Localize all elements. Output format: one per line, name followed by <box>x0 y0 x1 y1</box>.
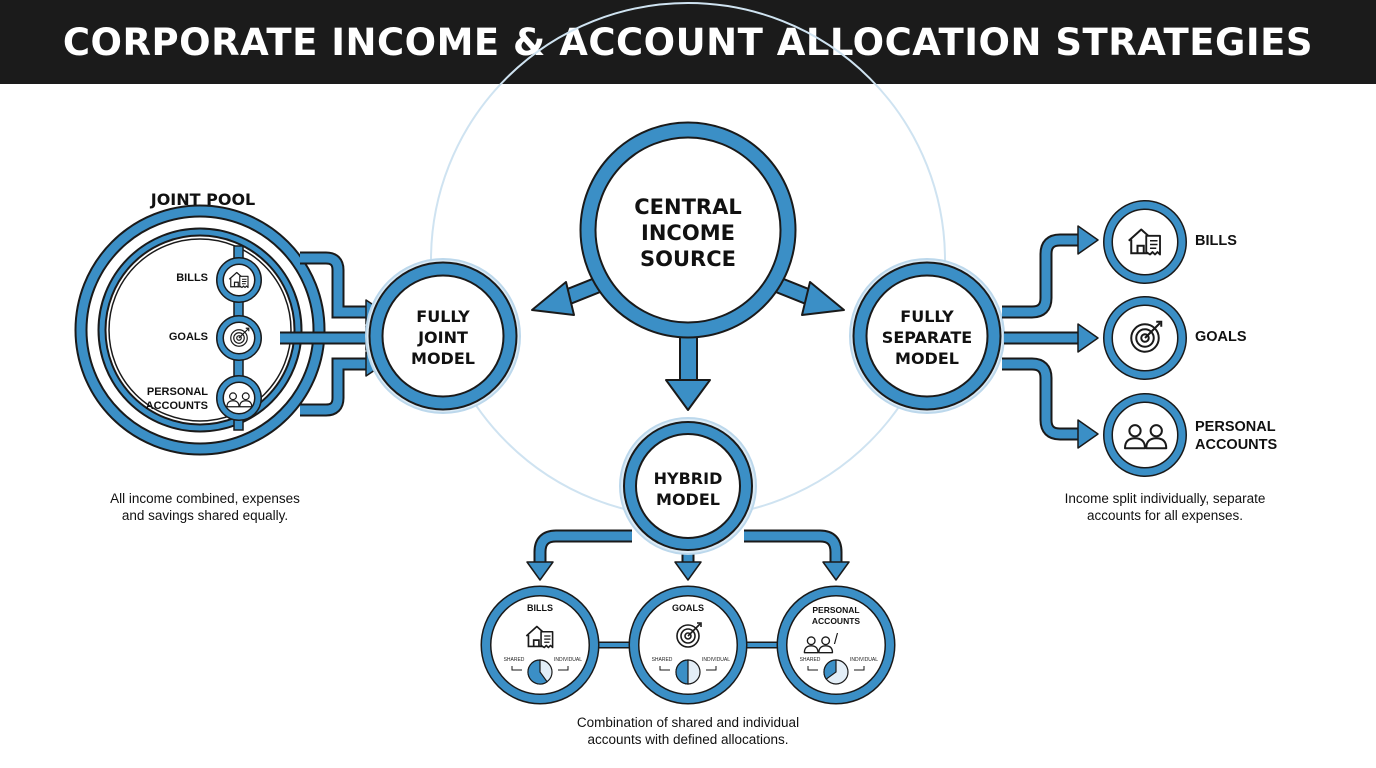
hybrid-goals-shared-tag: SHARED <box>651 657 673 663</box>
center-to-joint-arrow <box>531 276 604 316</box>
central-income-source-label: CENTRAL INCOME SOURCE <box>634 195 742 271</box>
hybrid-bills-individual-tag: INDIVIDUAL <box>553 657 583 663</box>
hybrid-personal-separator: / <box>833 631 839 648</box>
pie-shared-slice <box>823 659 837 680</box>
joint-item-personal-accounts <box>216 375 262 421</box>
joint-item-goals <box>216 315 262 361</box>
fully-separate-model-node <box>849 258 1005 414</box>
hybrid-item-personal-accounts <box>776 585 896 705</box>
hybrid-item-bills <box>480 585 600 705</box>
fully-separate-model-label: FULLY SEPARATE MODEL <box>881 307 973 368</box>
hybrid-model-label: HYBRID MODEL <box>653 469 723 509</box>
fully-joint-model-label: FULLY JOINT MODEL <box>411 307 475 368</box>
hybrid-flow-arrows <box>526 529 850 581</box>
pie-shared-slice <box>675 659 689 685</box>
separate-bills-label: BILLS <box>1195 233 1237 249</box>
central-income-source-node <box>579 121 797 339</box>
hybrid-model-node <box>619 417 757 555</box>
hybrid-bills-shared-tag: SHARED <box>503 657 525 663</box>
joint-description: All income combined, expenses and saving… <box>110 491 300 523</box>
hybrid-personal-shared-tag: SHARED <box>799 657 821 663</box>
joint-item-bills <box>216 257 262 303</box>
hybrid-item-goals <box>628 585 748 705</box>
joint-pool <box>74 204 326 456</box>
fully-joint-model-node <box>365 258 521 414</box>
separate-goals-label: GOALS <box>1195 329 1247 345</box>
joint-personal-accounts-label: PERSONAL ACCOUNTS <box>145 386 208 412</box>
pie-shared-slice <box>527 659 548 685</box>
hybrid-personal-allocation-pie <box>823 659 849 685</box>
hybrid-description: Combination of shared and individual acc… <box>576 715 800 747</box>
hybrid-personal-accounts-label: PERSONAL ACCOUNTS <box>811 605 861 626</box>
separate-item-personal-accounts <box>1103 393 1187 477</box>
joint-goals-label: GOALS <box>168 331 208 343</box>
hybrid-personal-individual-tag: INDIVIDUAL <box>849 657 879 663</box>
separate-item-bills <box>1103 200 1187 284</box>
separate-personal-accounts-label: PERSONAL ACCOUNTS <box>1195 419 1278 453</box>
joint-pool-title: JOINT POOL <box>150 190 256 209</box>
page-title: CORPORATE INCOME & ACCOUNT ALLOCATION ST… <box>62 20 1314 64</box>
hybrid-bills-label: BILLS <box>527 603 553 613</box>
separate-description: Income split individually, separate acco… <box>1064 491 1266 523</box>
hybrid-bills-allocation-pie <box>527 659 553 685</box>
joint-bills-label: BILLS <box>176 272 208 284</box>
title-bar: CORPORATE INCOME & ACCOUNT ALLOCATION ST… <box>0 0 1376 84</box>
separate-item-goals <box>1103 296 1187 380</box>
center-to-hybrid-arrow <box>665 329 711 411</box>
center-to-separate-arrow <box>772 276 845 316</box>
separate-flow-arrows <box>1002 225 1099 449</box>
hybrid-goals-allocation-pie <box>675 659 701 685</box>
hybrid-goals-label: GOALS <box>671 603 704 613</box>
hybrid-goals-individual-tag: INDIVIDUAL <box>701 657 731 663</box>
